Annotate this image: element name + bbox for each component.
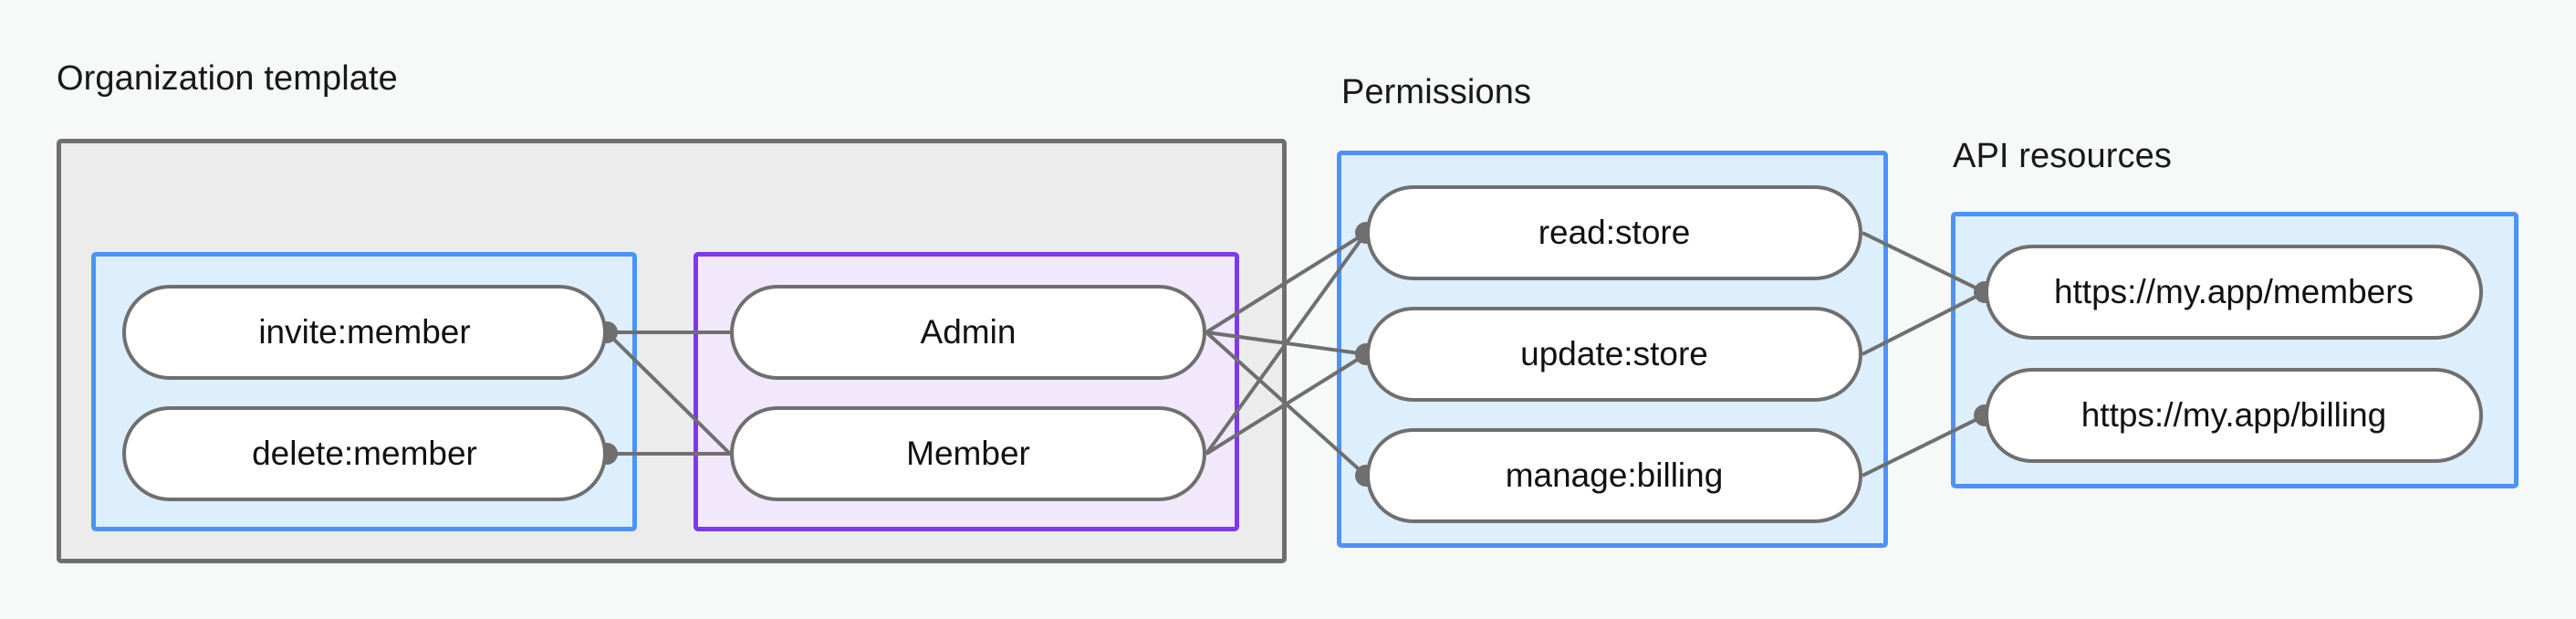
node-read-store-label: read:store [1538,214,1691,251]
node-update-store-label: update:store [1520,335,1708,372]
node-manage-billing-label: manage:billing [1505,456,1724,494]
node-billing-url[interactable]: https://my.app/billing [1985,368,2483,463]
api-resources-label: API resources [1953,137,2172,175]
organization-template-label: Organization template [57,59,398,98]
node-member-label: Member [906,435,1030,472]
node-read-store[interactable]: read:store [1366,185,1862,280]
node-invite-member-label: invite:member [258,313,471,351]
node-members-url[interactable]: https://my.app/members [1985,245,2483,340]
node-billing-url-label: https://my.app/billing [2081,396,2387,434]
node-invite-member[interactable]: invite:member [122,285,607,380]
node-admin[interactable]: Admin [730,285,1206,380]
node-delete-member-label: delete:member [252,435,477,472]
node-delete-member[interactable]: delete:member [122,406,607,501]
node-members-url-label: https://my.app/members [2053,273,2414,310]
permissions-label: Permissions [1341,73,1532,111]
node-admin-label: Admin [920,313,1017,351]
node-member[interactable]: Member [730,406,1206,501]
node-manage-billing[interactable]: manage:billing [1366,428,1862,523]
node-update-store[interactable]: update:store [1366,307,1862,402]
